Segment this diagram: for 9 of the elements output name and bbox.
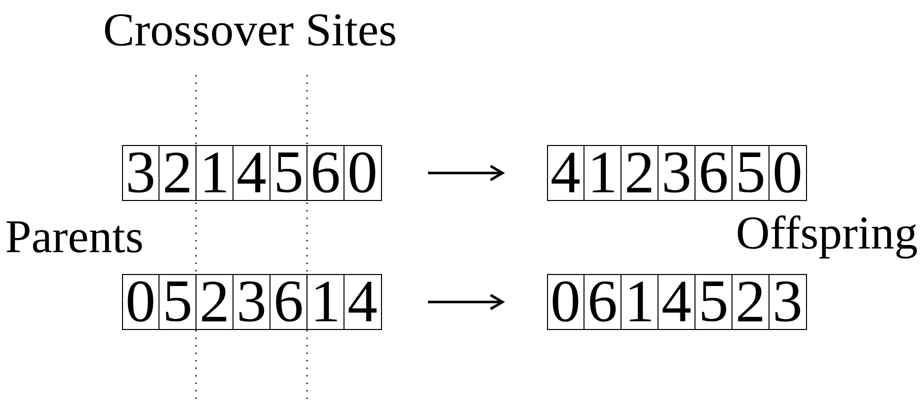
gene-array: 4 1 2 3 6 5 0 [547,144,807,201]
gene-array: 3 2 1 4 5 6 0 [122,144,382,201]
text-label: Parents [6,221,142,253]
text-label: Offspring [738,215,917,259]
gene-array: 0 6 1 4 5 2 3 [547,273,807,330]
arrow [428,164,505,182]
text-label: Crossover Sites [105,14,396,46]
arrow [428,294,505,310]
gene-array: 0 5 2 3 6 1 4 [122,273,382,330]
